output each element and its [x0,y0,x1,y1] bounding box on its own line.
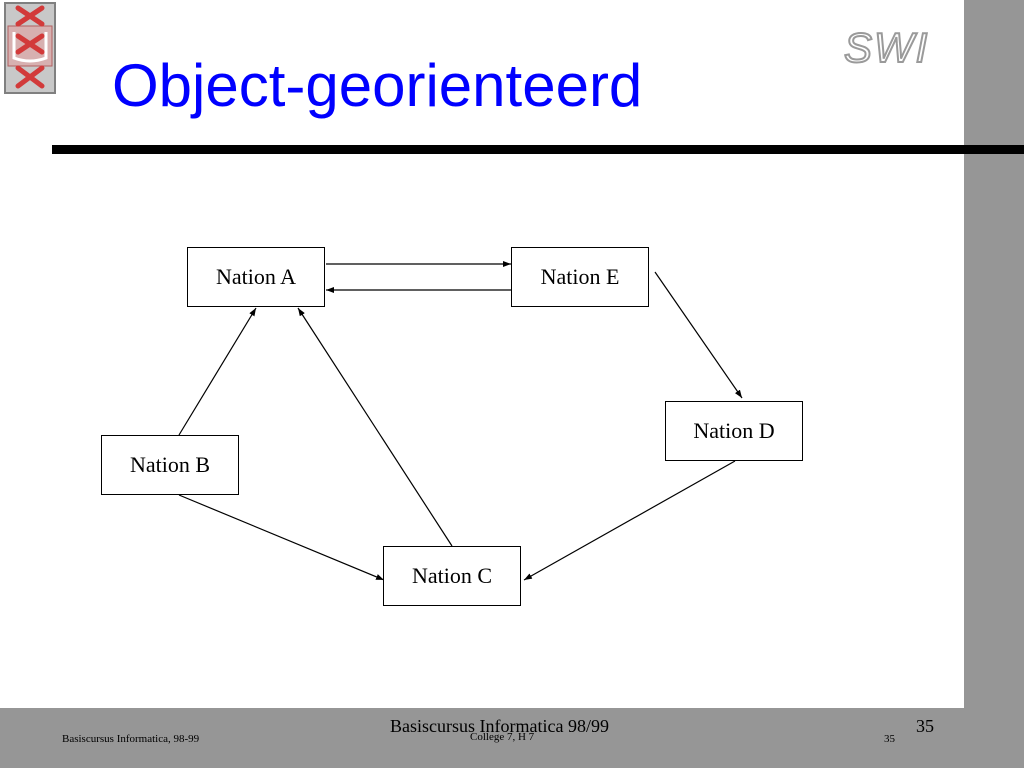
svg-text:SWI: SWI [844,24,929,71]
edge-b-to-a [178,307,257,436]
uva-crest-icon [4,2,56,94]
right-sidebar [964,0,1024,708]
node-nation-d: Nation D [665,401,803,461]
edge-b-to-c [178,494,385,581]
footer-page-number: 35 [916,716,934,736]
node-nation-a: Nation A [187,247,325,307]
edge-d-to-c [523,460,736,581]
slide-title: Object-georienteerd [112,52,643,119]
edge-c-to-a [297,307,453,547]
edge-e-to-d [654,271,743,399]
footer-center-caption: College 7, H 7 [470,731,535,743]
swi-logo-icon: SWI [843,23,929,72]
node-nation-b: Nation B [101,435,239,495]
node-nation-e: Nation E [511,247,649,307]
footer-right-page: 35 [884,733,895,745]
title-rule [52,145,1024,154]
footer-course-title: Basiscursus Informatica 98/99 [390,716,609,736]
bottom-bar [0,708,1024,768]
node-nation-c: Nation C [383,546,521,606]
footer-left-caption: Basiscursus Informatica, 98-99 [62,733,200,745]
